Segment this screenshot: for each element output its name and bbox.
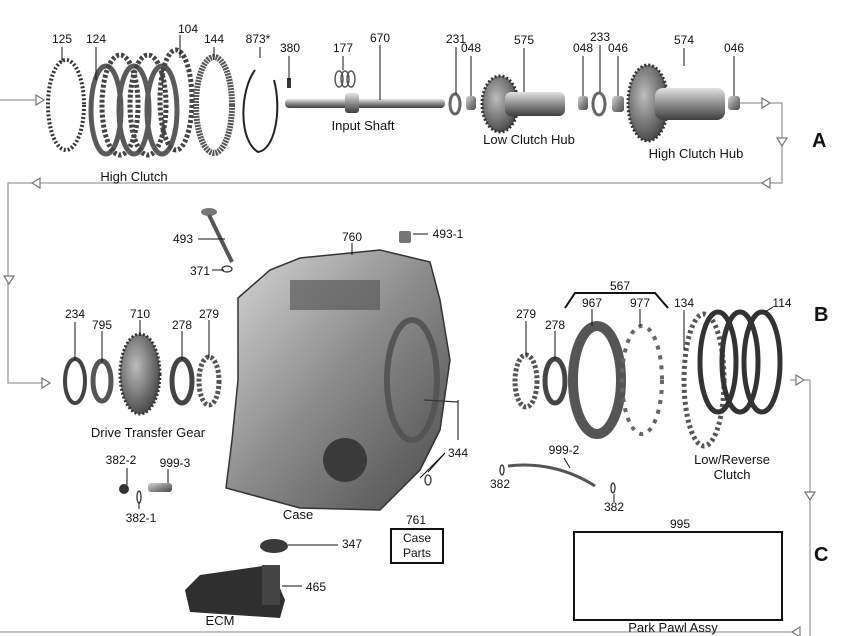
part-label: 999-3 — [159, 456, 191, 470]
caption-case-parts-2: Parts — [402, 546, 431, 560]
part-label: 382 — [603, 500, 625, 514]
part-label: 710 — [129, 307, 151, 321]
part-label: 234 — [64, 307, 86, 321]
caption-ecm: ECM — [205, 613, 235, 628]
part-label: 048 — [572, 41, 594, 55]
part-label: 493 — [172, 232, 194, 246]
part-label: 104 — [177, 22, 199, 36]
part-label: 465 — [305, 580, 327, 594]
leader-lines — [61, 35, 774, 601]
section-label-a: A — [812, 130, 827, 152]
part-label: 114 — [772, 296, 792, 310]
part-label: 977 — [629, 296, 651, 310]
part-label: 670 — [369, 31, 391, 45]
caption-low-reverse-2: Clutch — [713, 467, 751, 482]
low-clutch-hub — [448, 74, 624, 134]
caption-case: Case — [282, 507, 314, 522]
part-label: 567 — [609, 279, 631, 293]
part-label: 279 — [515, 307, 537, 321]
part-label: 046 — [723, 41, 745, 55]
caption-high-clutch: High Clutch — [100, 169, 168, 184]
part-label: 493-1 — [432, 227, 464, 241]
part-label: 382 — [489, 477, 511, 491]
part-label: 125 — [51, 32, 73, 46]
part-label: 279 — [198, 307, 220, 321]
part-label: 134 — [673, 296, 695, 310]
section-label-b: B — [814, 304, 829, 326]
part-label: 144 — [203, 32, 225, 46]
solenoid-parts — [119, 483, 172, 504]
part-label: 574 — [673, 33, 695, 47]
caption-low-reverse-1: Low/Reverse — [694, 452, 770, 467]
part-label: 371 — [189, 264, 211, 278]
part-label: 124 — [85, 32, 107, 46]
part-label: 873* — [245, 32, 271, 46]
part-label: 048 — [460, 41, 482, 55]
part-label: 380 — [279, 41, 301, 55]
caption-low-clutch-hub: Low Clutch Hub — [483, 132, 575, 147]
low-reverse-group — [499, 292, 783, 494]
high-clutch-pack — [46, 47, 291, 158]
high-clutch-hub — [626, 63, 740, 143]
part-label: 382-2 — [105, 453, 137, 467]
part-label: 995 — [669, 517, 691, 531]
part-label: 231 — [445, 32, 467, 46]
part-label: 575 — [513, 33, 535, 47]
part-label: 760 — [341, 230, 363, 244]
caption-case-parts-1: Case — [402, 531, 431, 545]
part-label: 967 — [581, 296, 603, 310]
caption-drive-transfer-gear: Drive Transfer Gear — [90, 425, 206, 440]
part-label: 344 — [447, 446, 469, 460]
caption-high-clutch-hub: High Clutch Hub — [648, 146, 744, 161]
case-parts-box: Case Parts — [390, 528, 444, 564]
caption-input-shaft: Input Shaft — [331, 118, 395, 133]
part-label: 046 — [607, 41, 629, 55]
part-label: 382-1 — [125, 511, 157, 525]
part-label: 347 — [341, 537, 363, 551]
flow-arrows — [2, 93, 817, 636]
park-pawl-box — [573, 531, 783, 621]
part-label: 999-2 — [548, 443, 580, 457]
caption-park-pawl: Park Pawl Assy — [628, 620, 718, 635]
input-shaft — [285, 70, 445, 113]
ecm-module — [185, 539, 288, 618]
transmission-case — [225, 249, 459, 511]
part-label: 177 — [332, 41, 354, 55]
part-label: 278 — [544, 318, 566, 332]
part-label: 761 — [405, 513, 427, 527]
part-label: 278 — [171, 318, 193, 332]
section-label-c: C — [814, 544, 829, 566]
drive-transfer-group — [63, 332, 222, 416]
part-label: 233 — [589, 30, 611, 44]
part-label: 795 — [91, 318, 113, 332]
